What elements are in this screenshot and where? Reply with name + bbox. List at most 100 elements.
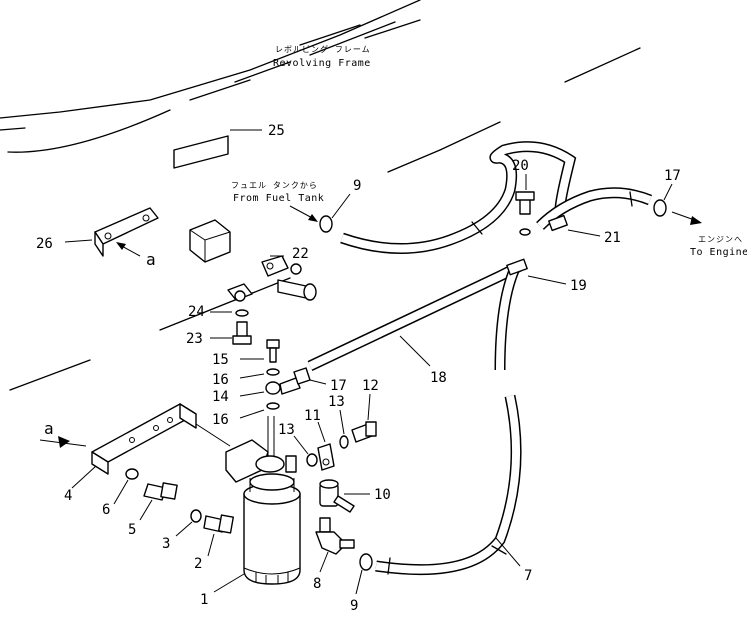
callout-20: 20 <box>512 158 529 174</box>
hose-to-engine <box>536 187 653 230</box>
callout-24: 24 <box>188 304 205 320</box>
callout-5: 5 <box>128 522 136 538</box>
leader-21 <box>567 229 601 237</box>
callout-1: 1 <box>200 592 208 608</box>
leader-18 <box>399 335 431 367</box>
leader-8 <box>319 551 329 573</box>
callout-16-upper: 16 <box>212 372 229 388</box>
callout-8: 8 <box>313 576 321 592</box>
clamp-9-upper <box>319 215 333 233</box>
revolving-frame-en-label: Revolving Frame <box>273 58 371 69</box>
callout-3: 3 <box>162 536 170 552</box>
bolt-22 <box>277 279 317 301</box>
washer-16-lower <box>266 402 280 410</box>
washer-3 <box>190 509 202 523</box>
callout-23: 23 <box>186 331 203 347</box>
to-engine-en-label: To Engine <box>690 247 747 258</box>
revolving-frame-jp-label: レボルビング フレーム <box>275 44 371 54</box>
callout-17-left: 17 <box>330 378 347 394</box>
bolt-12 <box>351 421 377 443</box>
bolt-15 <box>266 339 280 363</box>
callout-26: 26 <box>36 236 53 252</box>
joint-14 <box>265 377 301 395</box>
callout-13-left: 13 <box>278 422 295 438</box>
hose-7 <box>375 263 522 576</box>
leader-9-upper <box>331 193 351 219</box>
part-24-clamp <box>227 283 253 302</box>
callout-19: 19 <box>570 278 587 294</box>
callout-10: 10 <box>374 487 391 503</box>
bracket-link-line <box>195 423 231 447</box>
callout-13-right: 13 <box>328 394 345 410</box>
hose-from-tank <box>340 141 577 255</box>
callout-2: 2 <box>194 556 202 572</box>
leader-16-upper <box>239 373 265 379</box>
callout-9-lower: 9 <box>350 598 358 614</box>
bolt-23 <box>232 321 252 345</box>
ref-a-top-label: a <box>146 250 156 269</box>
clamp-19 <box>506 258 528 276</box>
leader-13-right <box>339 409 345 435</box>
washer-24 <box>235 309 249 317</box>
leader-14 <box>239 391 265 397</box>
from-fuel-tank-en-label: From Fuel Tank <box>233 193 324 204</box>
leader-1 <box>213 573 245 593</box>
callout-7: 7 <box>524 568 532 584</box>
callout-6: 6 <box>102 502 110 518</box>
callout-22: 22 <box>292 246 309 262</box>
clamp-9-lower <box>359 553 373 571</box>
leader-4 <box>71 465 97 489</box>
leader-26 <box>64 239 93 243</box>
callout-21: 21 <box>604 230 621 246</box>
leader-12 <box>367 393 371 421</box>
callout-4: 4 <box>64 488 72 504</box>
part-25-plate <box>173 135 229 169</box>
leader-17-right <box>663 183 673 201</box>
washer-6 <box>125 468 139 480</box>
leader-9-lower <box>355 569 363 595</box>
fitting-17-right <box>653 199 667 217</box>
callout-14: 14 <box>212 389 229 405</box>
bolt-2 <box>203 514 234 534</box>
fitting-11 <box>317 443 335 471</box>
callout-16-lower: 16 <box>212 412 229 428</box>
callout-25: 25 <box>268 123 285 139</box>
leader-17-left <box>309 379 327 385</box>
bracket-4 <box>91 403 197 475</box>
part-22-switch-block <box>189 219 302 277</box>
elbow-8 <box>315 517 355 555</box>
valve-10 <box>319 479 355 513</box>
to-engine-jp-label: エンジンへ <box>698 235 743 244</box>
callout-12: 12 <box>362 378 379 394</box>
leader-7 <box>495 537 521 567</box>
clamp-21 <box>548 214 568 232</box>
leader-16-lower <box>239 409 265 419</box>
callout-11: 11 <box>304 408 321 424</box>
washer-16-upper <box>266 368 280 376</box>
revolving-frame-outline <box>0 0 641 391</box>
callout-18: 18 <box>430 370 447 386</box>
washer-13-right <box>339 435 349 449</box>
part-26-bracket <box>94 207 159 257</box>
from-fuel-tank-arrow-head <box>308 214 318 222</box>
callout-15: 15 <box>212 352 229 368</box>
callout-9-upper: 9 <box>353 178 361 194</box>
filter-head <box>225 416 297 483</box>
bolt-5 <box>143 482 178 501</box>
ref-arrow-a-left-head <box>58 436 70 448</box>
leader-2 <box>207 533 215 557</box>
leader-5 <box>139 499 153 521</box>
leader-11 <box>317 421 326 443</box>
from-fuel-tank-jp-label: フュエル タンクから <box>231 181 318 190</box>
leader-6 <box>113 479 129 505</box>
to-engine-arrow-head <box>690 216 702 225</box>
filter-cartridge-1 <box>243 473 301 585</box>
bolt-20 <box>515 191 535 236</box>
leader-3 <box>175 521 193 537</box>
leader-19 <box>527 275 567 285</box>
ref-arrow-a-top-head <box>116 242 126 250</box>
ref-a-left-label: a <box>44 419 54 438</box>
leader-13-left <box>293 435 309 455</box>
